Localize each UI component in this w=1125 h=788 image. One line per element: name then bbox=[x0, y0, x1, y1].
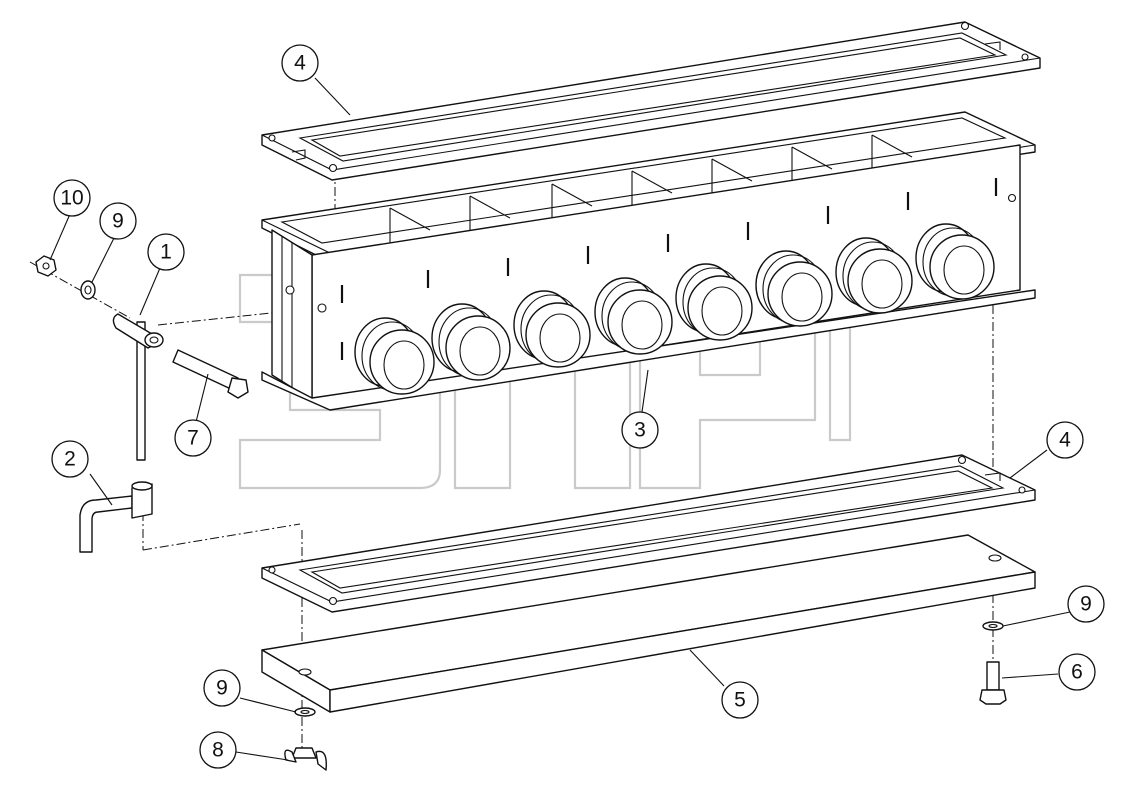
callout-10: 10 bbox=[53, 179, 91, 217]
callout-9-left: 9 bbox=[99, 202, 137, 240]
callout-label: 9 bbox=[216, 677, 228, 700]
callout-label: 7 bbox=[187, 427, 199, 450]
long-bolt bbox=[172, 349, 249, 399]
leader-lines bbox=[49, 77, 1071, 761]
callout-9-right: 9 bbox=[1067, 585, 1105, 623]
callout-label: 9 bbox=[1080, 593, 1092, 616]
callout-label: 4 bbox=[1059, 429, 1071, 452]
callout-label: 6 bbox=[1071, 661, 1083, 684]
callout-label: 9 bbox=[112, 210, 124, 233]
nozzle-1 bbox=[354, 317, 435, 395]
callout-4-bottom: 4 bbox=[1046, 421, 1084, 459]
handle-rod bbox=[112, 313, 164, 461]
callout-label: 3 bbox=[634, 419, 646, 442]
callout-1: 1 bbox=[147, 233, 185, 271]
nozzle-5 bbox=[675, 263, 753, 341]
nozzle-6 bbox=[755, 250, 833, 327]
bent-handle bbox=[79, 481, 153, 553]
callout-2: 2 bbox=[51, 440, 89, 478]
callout-label: 1 bbox=[160, 241, 172, 264]
lower-fasteners bbox=[284, 621, 1007, 771]
callout-label: 2 bbox=[64, 448, 76, 471]
callout-label: 10 bbox=[60, 187, 83, 210]
callout-6: 6 bbox=[1058, 653, 1096, 691]
callout-label: 4 bbox=[294, 52, 306, 75]
callout-3: 3 bbox=[621, 411, 659, 449]
nozzle-3 bbox=[513, 290, 591, 368]
nozzle-8 bbox=[915, 223, 995, 300]
callout-9-bottom: 9 bbox=[203, 669, 241, 707]
callout-8: 8 bbox=[199, 731, 237, 769]
bottom-frame-plate bbox=[261, 454, 1036, 613]
nut-and-washer bbox=[35, 255, 96, 300]
callout-4-top: 4 bbox=[281, 44, 319, 82]
top-frame-plate bbox=[261, 21, 1041, 181]
callout-7: 7 bbox=[174, 419, 212, 457]
nozzle-7 bbox=[835, 237, 913, 314]
nozzle-2 bbox=[431, 303, 511, 381]
callout-label: 5 bbox=[734, 689, 746, 712]
nozzle-row bbox=[354, 223, 995, 395]
nozzle-4 bbox=[594, 277, 673, 355]
callout-5: 5 bbox=[721, 681, 759, 719]
cover-tray bbox=[261, 534, 1036, 713]
callout-label: 8 bbox=[212, 739, 224, 762]
